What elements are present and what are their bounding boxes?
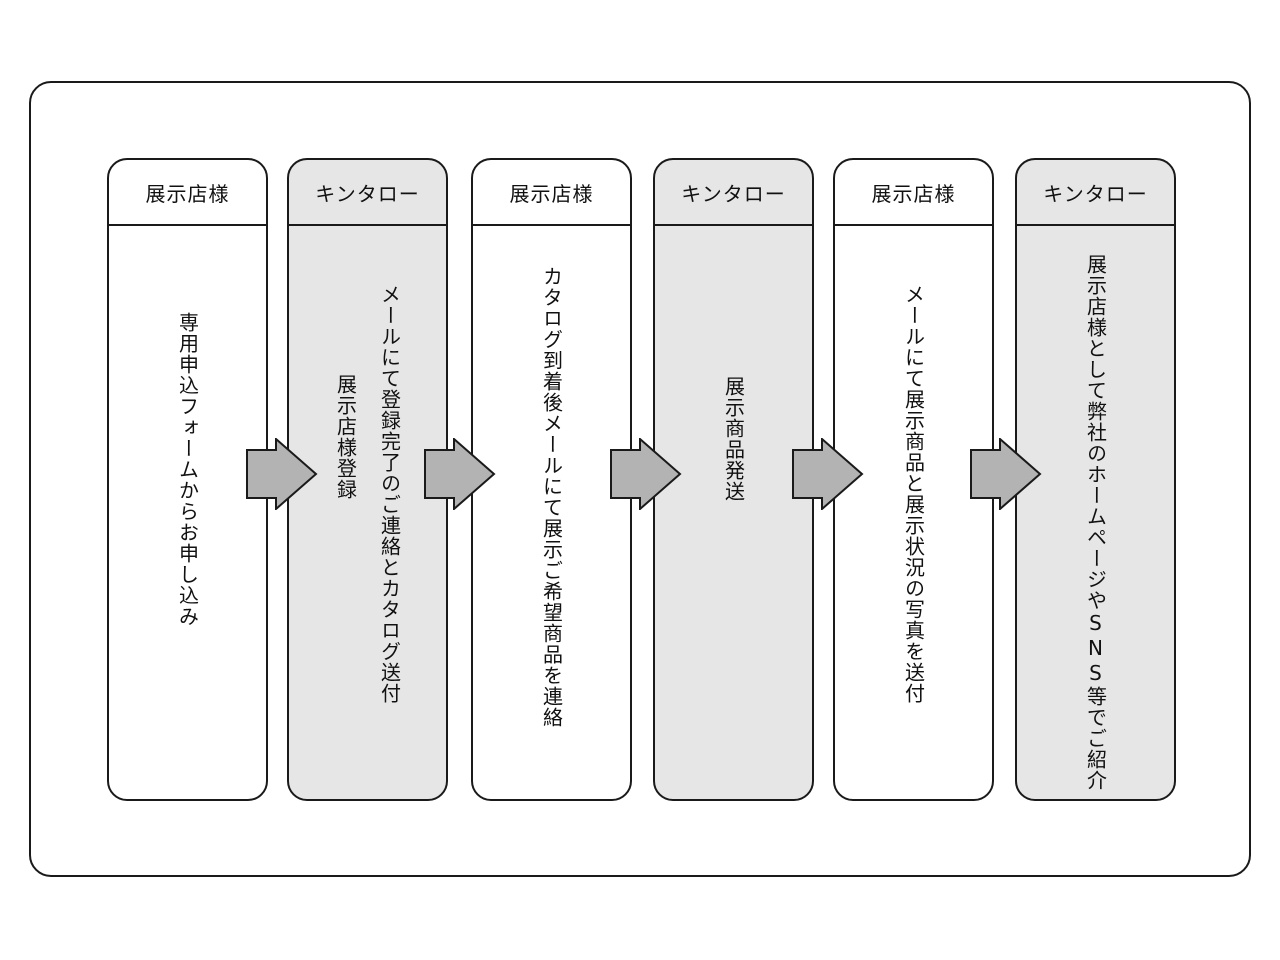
- step-text-2b: 展示店様登録: [333, 374, 358, 500]
- step-body-2: メールにて登録完了のご連絡とカタログ送付 展示店様登録: [289, 226, 446, 799]
- step-body-5: メールにて展示商品と展示状況の写真を送付: [835, 226, 992, 799]
- step-column-4: キンタロー 展示商品発送: [653, 158, 814, 801]
- step-body-4: 展示商品発送: [655, 226, 812, 799]
- flow-arrow-icon-1: [246, 438, 318, 510]
- step-header-2: キンタロー: [289, 160, 446, 226]
- step-text-1: 専用申込フォームからお申し込み: [175, 312, 200, 627]
- step-column-5: 展示店様 メールにて展示商品と展示状況の写真を送付: [833, 158, 994, 801]
- step-header-5: 展示店様: [835, 160, 992, 226]
- step-body-1: 専用申込フォームからお申し込み: [109, 226, 266, 799]
- flow-arrow-icon-2: [424, 438, 496, 510]
- step-body-3: カタログ到着後メールにて展示ご希望商品を連絡: [473, 226, 630, 799]
- step-text-6: 展示店様として弊社のホームページやSNS等でご紹介: [1083, 254, 1108, 791]
- step-header-3: 展示店様: [473, 160, 630, 226]
- step-header-4: キンタロー: [655, 160, 812, 226]
- step-column-1: 展示店様 専用申込フォームからお申し込み: [107, 158, 268, 801]
- flow-arrow-icon-3: [610, 438, 682, 510]
- step-column-2: キンタロー メールにて登録完了のご連絡とカタログ送付 展示店様登録: [287, 158, 448, 801]
- step-text-2a: メールにて登録完了のご連絡とカタログ送付: [377, 284, 402, 704]
- step-body-6: 展示店様として弊社のホームページやSNS等でご紹介: [1017, 226, 1174, 799]
- step-text-3: カタログ到着後メールにて展示ご希望商品を連絡: [539, 266, 564, 728]
- flow-arrow-icon-5: [970, 438, 1042, 510]
- step-header-1: 展示店様: [109, 160, 266, 226]
- flow-arrow-icon-4: [792, 438, 864, 510]
- step-column-6: キンタロー 展示店様として弊社のホームページやSNS等でご紹介: [1015, 158, 1176, 801]
- step-column-3: 展示店様 カタログ到着後メールにて展示ご希望商品を連絡: [471, 158, 632, 801]
- step-header-6: キンタロー: [1017, 160, 1174, 226]
- step-text-4: 展示商品発送: [721, 376, 746, 502]
- step-text-5: メールにて展示商品と展示状況の写真を送付: [901, 284, 926, 704]
